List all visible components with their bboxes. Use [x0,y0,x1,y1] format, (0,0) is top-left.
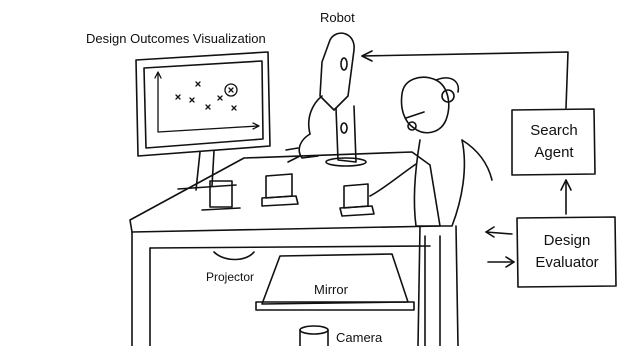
visualization-label: Design Outcomes Visualization [86,31,266,46]
search-agent-line2: Agent [534,144,574,161]
mirror [255,253,415,311]
projector [213,251,255,261]
camera-label: Camera [336,330,383,345]
visualization-plot [154,71,260,133]
camera [299,325,329,346]
projector-label: Projector [206,270,255,284]
monitor [135,51,271,191]
robot-arm [285,32,367,167]
design-evaluator-line1: Design [543,232,591,249]
table-objects [201,173,375,217]
search-agent-label: Search Agent [513,120,595,164]
design-evaluator-box [516,216,617,288]
table [129,151,441,346]
search-agent-box [511,108,596,176]
design-evaluator-line2: Evaluator [535,254,599,271]
flow-arrows [361,50,572,268]
search-agent-line1: Search [530,122,578,139]
mirror-label: Mirror [314,282,348,297]
design-evaluator-label: Design Evaluator [518,230,616,274]
person [369,76,493,346]
robot-label: Robot [320,10,355,25]
